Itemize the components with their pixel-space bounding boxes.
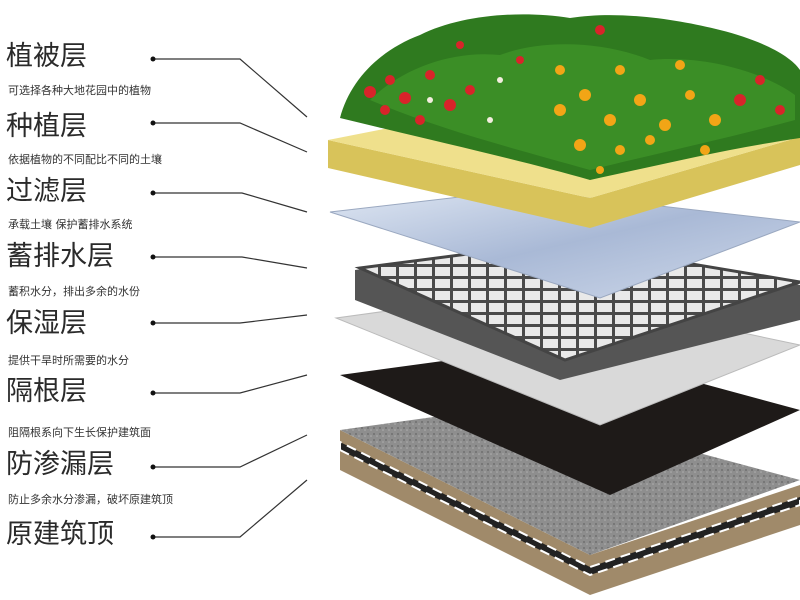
leader-dot xyxy=(150,320,156,326)
layer-desc-root-barrier: 阻隔根系向下生长保护建筑面 xyxy=(8,426,151,439)
layer-desc-planting: 依据植物的不同配比不同的土壤 xyxy=(8,153,162,166)
vegetation-layer xyxy=(340,14,800,180)
layer-title-root-barrier: 隔根层 xyxy=(6,376,87,407)
layer-title-vegetation: 植被层 xyxy=(6,41,87,72)
leader-dot xyxy=(150,120,156,126)
leader-line-moisture xyxy=(153,314,308,324)
leader-dot xyxy=(150,390,156,396)
leader-line-vegetation xyxy=(153,58,308,118)
leader-line-waterproof xyxy=(153,434,308,468)
layer-desc-filter: 承载土壤 保护蓄排水系统 xyxy=(8,218,133,231)
layer-title-filter: 过滤层 xyxy=(6,176,87,207)
layer-title-drainage: 蓄排水层 xyxy=(6,241,114,272)
leader-dot xyxy=(150,534,156,540)
layer-desc-vegetation: 可选择各种大地花园中的植物 xyxy=(8,84,151,97)
leader-dot xyxy=(150,190,156,196)
leader-line-root-barrier xyxy=(153,374,308,394)
leader-line-roof xyxy=(153,479,308,538)
layer-title-moisture: 保湿层 xyxy=(6,308,87,339)
layer-desc-waterproof: 防止多余水分渗漏，破坏原建筑顶 xyxy=(8,493,173,506)
leader-line-filter xyxy=(153,192,308,213)
leader-dot xyxy=(150,254,156,260)
leader-dot xyxy=(150,464,156,470)
layer-desc-moisture: 提供干旱时所需要的水分 xyxy=(8,354,129,367)
leader-dot xyxy=(150,56,156,62)
leader-lines xyxy=(153,58,308,538)
layer-title-planting: 种植层 xyxy=(6,111,87,142)
layer-desc-drainage: 蓄积水分，排出多余的水份 xyxy=(8,285,140,298)
leader-line-drainage xyxy=(153,256,308,269)
leader-line-planting xyxy=(153,122,308,153)
roof-layer xyxy=(339,405,800,595)
layer-title-roof: 原建筑顶 xyxy=(6,519,114,550)
layer-title-waterproof: 防渗漏层 xyxy=(6,449,114,480)
